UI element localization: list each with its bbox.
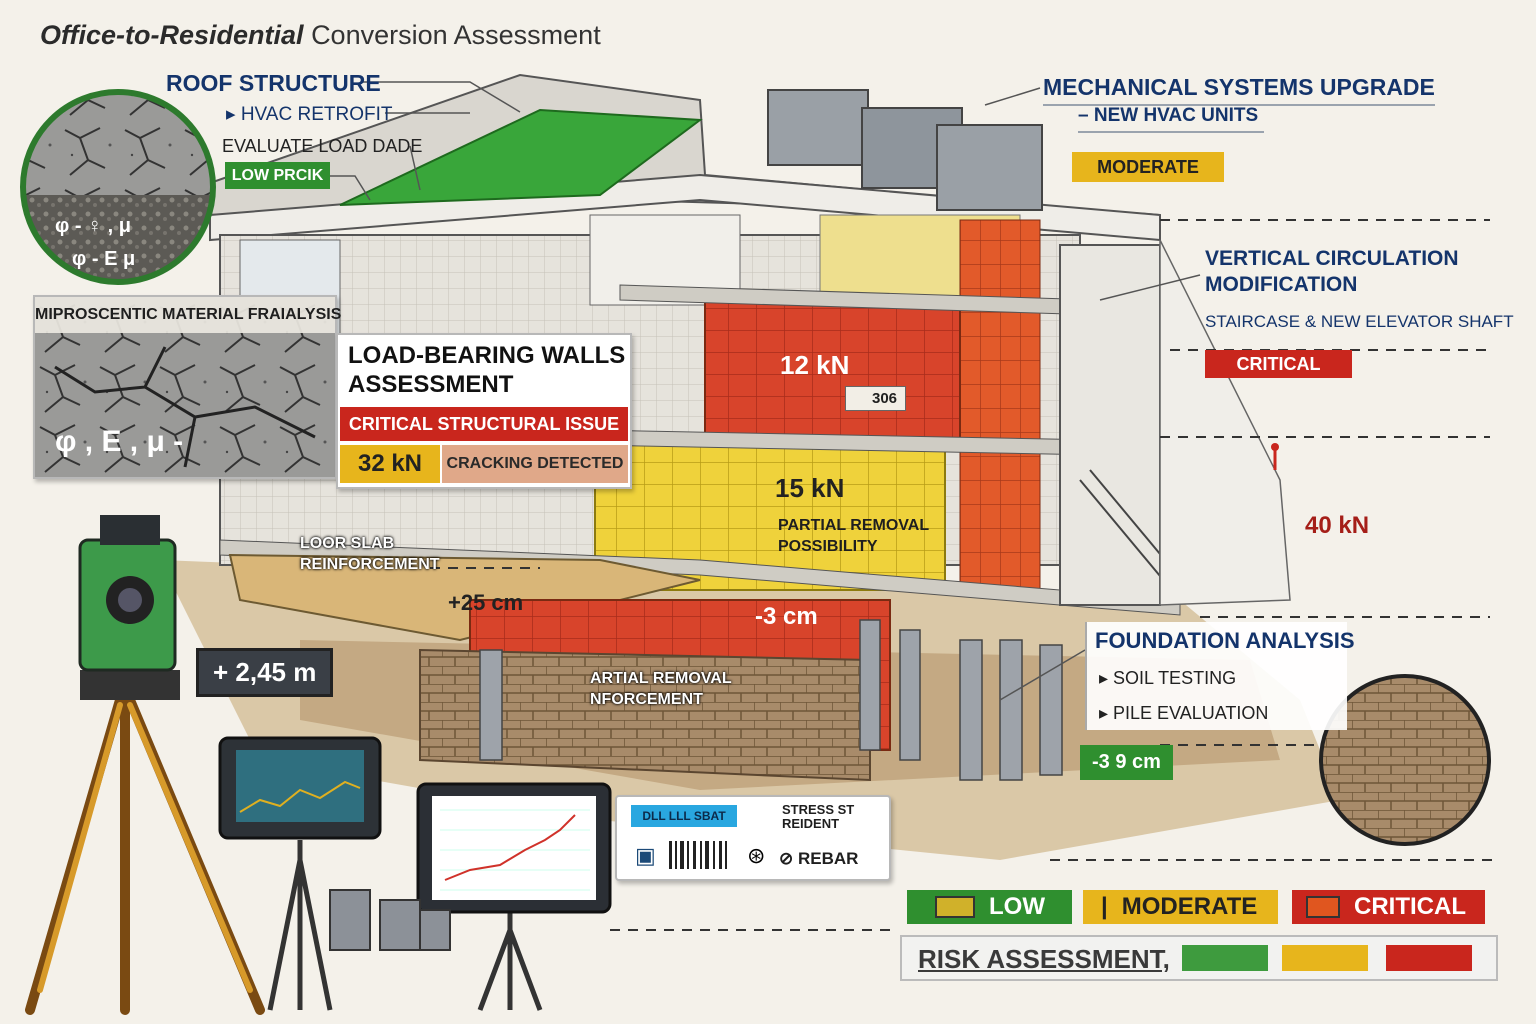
foundation-panel: FOUNDATION ANALYSIS ▸ SOIL TESTING ▸ PIL… (1085, 622, 1355, 730)
legend-critical-swatch (1306, 896, 1340, 918)
middle-note: PARTIAL REMOVAL POSSIBILITY (778, 515, 929, 557)
floor-slab-label: LOOR SLAB REINFORCEMENT (300, 533, 440, 575)
legend-low-swatch (935, 896, 975, 918)
floor-slab-line1: LOOR SLAB (300, 535, 395, 552)
circulation-item: STAIRCASE & NEW ELEVATOR SHAFT (1205, 312, 1514, 331)
load-side: 40 kN (1305, 512, 1370, 539)
circulation-heading-line1: VERTICAL CIRCULATION (1205, 247, 1459, 270)
load-middle: 15 kN (775, 473, 845, 503)
load-upper: 12 kN (780, 350, 850, 380)
walls-status: CRACKING DETECTED (442, 445, 628, 483)
mechanical-item: – NEW HVAC UNITS (1078, 105, 1265, 133)
walls-heading-line2: ASSESSMENT (348, 371, 514, 398)
foundation-item-2: ▸ PILE EVALUATION (1099, 703, 1269, 723)
circulation-heading: VERTICAL CIRCULATION MODIFICATION (1205, 246, 1459, 298)
microscopic-panel: MIPROSCENTIC MATERIAL FRAIALYSIS φ , E ,… (33, 295, 341, 479)
steering-icon: ⊛ (747, 843, 766, 868)
circuit-icon: ▣ (635, 843, 656, 868)
measure-basement: -3 cm (755, 603, 818, 630)
device-stress: STRESS ST REIDENT (782, 803, 854, 831)
barcode-icon (669, 841, 727, 869)
middle-note-line1: PARTIAL REMOVAL (778, 517, 930, 534)
mechanical-heading: MECHANICAL SYSTEMS UPGRADE (1043, 74, 1435, 106)
legend-moderate-marker: | (1101, 893, 1108, 920)
device-stress-line1: STRESS ST (782, 802, 855, 817)
circulation-heading-line2: MODIFICATION (1205, 273, 1358, 296)
measure-elevation: + 2,45 m (196, 648, 334, 697)
legend-low: LOW (907, 890, 1072, 924)
measure-slab: +25 cm (448, 590, 524, 615)
device-rebar: ⊘ REBAR (779, 849, 859, 868)
roof-item: ▸ HVAC RETROFIT (226, 104, 393, 125)
basement-note: ARTIAL REMOVAL NFORCEMENT (590, 668, 732, 710)
risk-assessment-label: RISK ASSESSMENT, (918, 944, 1170, 974)
basement-note-line2: NFORCEMENT (590, 691, 703, 708)
device-stress-line2: REIDENT (782, 816, 840, 831)
basement-note-line1: ARTIAL REMOVAL (590, 670, 732, 687)
walls-load-value: 32 kN (340, 445, 440, 483)
roof-heading: ROOF STRUCTURE (166, 70, 381, 96)
middle-note-line2: POSSIBILITY (778, 538, 878, 555)
load-bearing-panel: LOAD-BEARING WALLS ASSESSMENT CRITICAL S… (336, 333, 632, 489)
walls-issue-badge: CRITICAL STRUCTURAL ISSUE (340, 407, 628, 441)
magnifier-symbols-2: φ - Ε μ (72, 248, 136, 270)
foundation-item-1: ▸ SOIL TESTING (1099, 668, 1237, 688)
foundation-heading: FOUNDATION ANALYSIS (1095, 628, 1355, 653)
risk-assessment-bar: RISK ASSESSMENT, (900, 935, 1498, 981)
page-title: Office-to-Residential Conversion Assessm… (40, 20, 601, 51)
legend-moderate: | MODERATE (1083, 890, 1278, 924)
mechanical-risk-badge: MODERATE (1072, 152, 1224, 182)
microscopic-heading: MIPROSCENTIC MATERIAL FRAIALYSIS (35, 297, 341, 333)
load-upper-tag: 306 (845, 386, 907, 411)
title-rest: Conversion Assessment (311, 20, 601, 50)
roof-evaluate: EVALUATE LOAD DADE (222, 136, 423, 156)
roof-risk-badge: LOW PRCIK (225, 162, 330, 189)
magnifier-symbols-1: φ - ♀ , μ (55, 215, 131, 237)
legend-critical-label: CRITICAL (1354, 893, 1466, 920)
device-chip: DLL LLL SBAT (631, 805, 737, 827)
walls-heading: LOAD-BEARING WALLS ASSESSMENT (348, 341, 625, 399)
legend-low-label: LOW (989, 893, 1045, 920)
title-bold: Office-to-Residential (40, 20, 304, 50)
device-panel: DLL LLL SBAT STRESS ST REIDENT ▣ ⊛ ⊘ REB… (615, 795, 891, 881)
risk-swatch-critical (1386, 945, 1472, 971)
risk-swatch-low (1182, 945, 1268, 971)
floor-slab-line2: REINFORCEMENT (300, 556, 440, 573)
legend-moderate-label: MODERATE (1121, 893, 1258, 920)
material-symbols: φ , E , μ - (55, 425, 184, 458)
risk-swatch-moderate (1282, 945, 1368, 971)
walls-heading-line1: LOAD-BEARING WALLS (348, 342, 626, 369)
measure-foundation: -3 9 cm (1080, 745, 1173, 780)
circulation-risk-badge: CRITICAL (1205, 350, 1352, 378)
legend-critical: CRITICAL (1292, 890, 1485, 924)
